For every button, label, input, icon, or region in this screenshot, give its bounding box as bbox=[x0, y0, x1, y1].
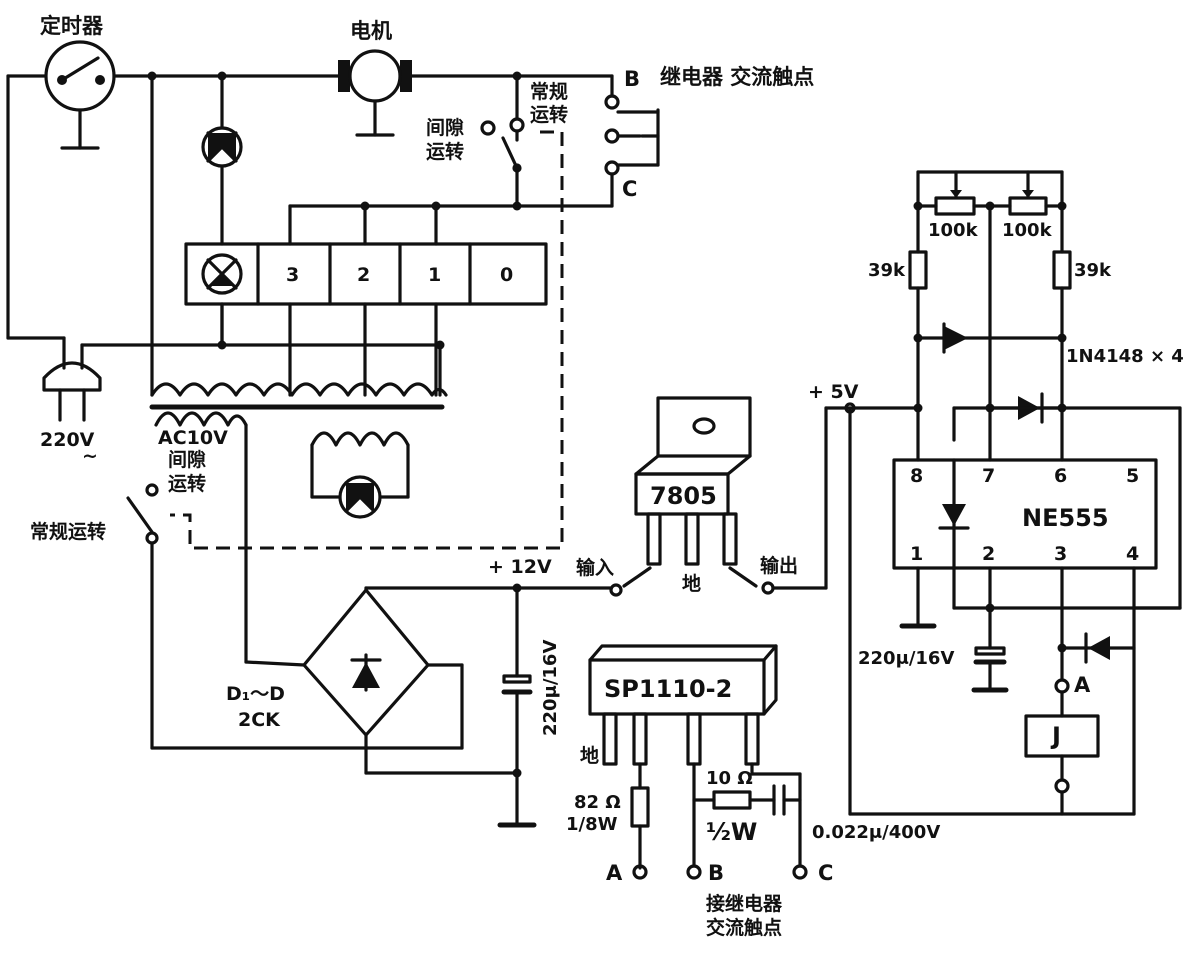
mode-switch-upper: 常规 运转 间隙 运转 bbox=[426, 80, 568, 173]
ic-pin-3: 3 bbox=[1054, 543, 1067, 565]
ac10v-label: AC10V bbox=[158, 427, 228, 449]
ic-pin-4: 4 bbox=[1126, 543, 1139, 565]
bridge-label-1: D₁～D bbox=[226, 683, 285, 705]
motor: 电机 bbox=[338, 19, 412, 137]
ic-pin-7: 7 bbox=[982, 465, 995, 487]
ssr-label: SP1110-2 bbox=[604, 675, 732, 703]
relay-ac-contact: B C 继电器 交流触点 bbox=[604, 65, 814, 201]
ic-pin-8: 8 bbox=[910, 465, 923, 487]
mains-wiring bbox=[6, 74, 614, 397]
normal-run-lower-label: 常规运转 bbox=[30, 520, 106, 543]
plus12v-label: + 12V bbox=[488, 556, 552, 578]
ssr-term-c: C bbox=[818, 861, 833, 885]
indicator-lamp-top bbox=[201, 126, 243, 168]
plus5v-label: + 5V bbox=[808, 381, 859, 403]
r82-label-1: 82 Ω bbox=[574, 792, 621, 813]
intermittent-lower-label-1: 间隙 bbox=[168, 448, 206, 471]
mains-ac-symbol: ~ bbox=[82, 445, 98, 467]
reg-input-label: 输入 bbox=[576, 556, 614, 579]
timer: 定时器 bbox=[40, 14, 116, 150]
relay-a-label: A bbox=[1074, 673, 1091, 697]
switch-linkage-dashed bbox=[170, 130, 564, 550]
switch-pos-1: 1 bbox=[428, 264, 441, 286]
normal-run-label-1: 常规 bbox=[530, 80, 568, 103]
connect-relay-label-1: 接继电器 bbox=[706, 892, 783, 915]
ssr-ground-label: 地 bbox=[580, 744, 599, 767]
r39-left-label: 39k bbox=[868, 260, 906, 281]
switch-pos-0: 0 bbox=[500, 264, 513, 286]
pot1-label: 100k bbox=[928, 220, 979, 241]
switch-pos-2: 2 bbox=[357, 264, 370, 286]
r82-label-2: 1/8W bbox=[566, 814, 618, 835]
timer-label: 定时器 bbox=[40, 14, 104, 38]
mains-voltage-label: 220V bbox=[40, 429, 95, 451]
motor-label: 电机 bbox=[350, 19, 392, 43]
reg-output-label: 输出 bbox=[760, 554, 798, 577]
terminal-c-label: C bbox=[622, 177, 637, 201]
regulator-label: 7805 bbox=[650, 482, 717, 510]
relay-ac-contact-label: 继电器 交流触点 bbox=[660, 65, 814, 89]
bridge-label-2: 2CK bbox=[238, 709, 281, 731]
snubber-cap-label: 0.022μ/400V bbox=[812, 822, 940, 843]
relay-j-label: J bbox=[1050, 722, 1061, 750]
reg-ground-label: 地 bbox=[682, 572, 701, 595]
normal-run-label-2: 运转 bbox=[530, 103, 568, 126]
mode-switch-lower: 间隙 运转 常规运转 bbox=[30, 448, 206, 750]
intermittent-lower-label-2: 运转 bbox=[168, 472, 206, 495]
position-switch: 3 2 1 0 bbox=[184, 242, 548, 306]
r10-label: 10 Ω bbox=[706, 768, 753, 789]
r10-power-label: ½W bbox=[706, 818, 757, 846]
regulator-7805: 7805 输入 地 输出 + 5V bbox=[576, 381, 920, 597]
ssr-term-b: B bbox=[708, 861, 724, 885]
mains-plug: 220V ~ bbox=[40, 361, 102, 467]
switch-pos-3: 3 bbox=[286, 264, 299, 286]
ic-pin-1: 1 bbox=[910, 543, 923, 565]
ssr-sp1110: SP1110-2 地 82 Ω 1/8W A 10 Ω ½W 0.022μ/40… bbox=[566, 644, 940, 939]
ic-pin-6: 6 bbox=[1054, 465, 1067, 487]
ssr-term-a: A bbox=[606, 861, 623, 885]
diodes-label: 1N4148 × 4 bbox=[1066, 346, 1184, 367]
terminal-b-label: B bbox=[624, 67, 640, 91]
cap-12v-label: 220μ/16V bbox=[540, 640, 561, 736]
indicator-lamp-secondary bbox=[310, 475, 410, 519]
bridge-rectifier: D₁～D 2CK bbox=[150, 586, 612, 775]
filter-capacitor-12v: 220μ/16V + 12V bbox=[488, 556, 561, 828]
transformer: AC10V bbox=[149, 382, 448, 664]
ne555-label: NE555 bbox=[1022, 504, 1109, 532]
ic-pin-5: 5 bbox=[1126, 465, 1139, 487]
ne555-network: 100k 100k 39k 39k 1N4148 × 4 8 7 6 5 1 2… bbox=[848, 170, 1184, 816]
pot2-label: 100k bbox=[1002, 220, 1053, 241]
r39-right-label: 39k bbox=[1074, 260, 1112, 281]
junction-dots bbox=[147, 71, 1067, 778]
ic-pin-2: 2 bbox=[982, 543, 995, 565]
cap-555-label: 220μ/16V bbox=[858, 648, 954, 669]
connect-relay-label-2: 交流触点 bbox=[706, 916, 782, 939]
intermittent-label-2: 运转 bbox=[426, 140, 464, 163]
intermittent-label-1: 间隙 bbox=[426, 116, 464, 139]
